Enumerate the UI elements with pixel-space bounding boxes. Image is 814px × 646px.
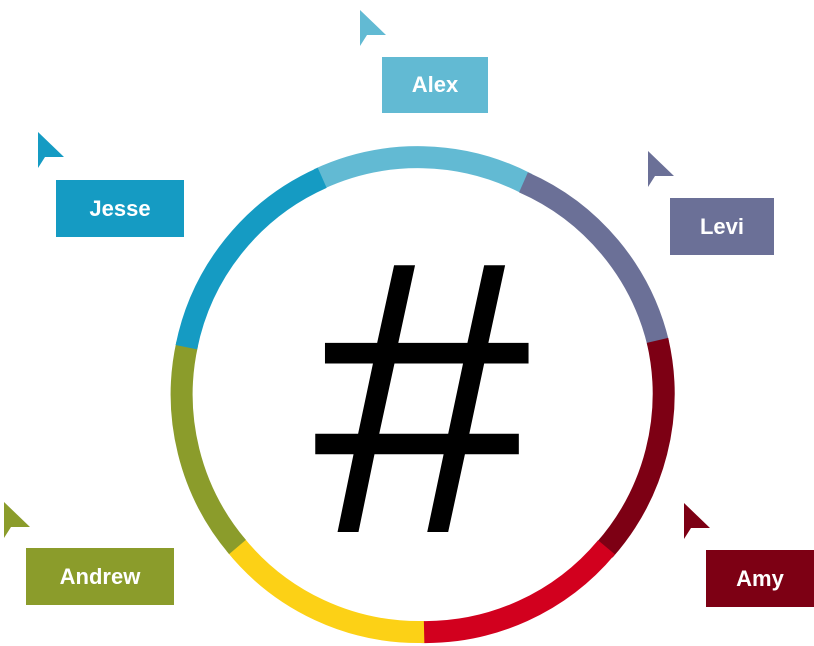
label-amy: Amy	[706, 550, 814, 607]
label-andrew: Andrew	[26, 548, 174, 605]
label-levi: Levi	[670, 198, 774, 255]
ring-segment-amy	[596, 337, 675, 558]
label-jesse: Jesse	[56, 180, 184, 237]
amy-pointer-arrow-icon	[684, 503, 710, 539]
alex-pointer-arrow-icon	[360, 10, 386, 46]
ring-segment-alex	[313, 146, 533, 194]
ring-segment-red	[419, 540, 615, 644]
ring-segment-yellow	[226, 536, 425, 644]
hashtag-symbol: #	[314, 179, 533, 615]
jesse-pointer-arrow-icon	[38, 132, 64, 168]
levi-pointer-arrow-icon	[648, 151, 674, 187]
ring-segment-jesse	[175, 167, 327, 350]
ring-segment-andrew	[170, 341, 246, 555]
ring-segment-levi	[519, 172, 670, 347]
andrew-pointer-arrow-icon	[4, 502, 30, 538]
label-alex: Alex	[382, 57, 488, 113]
